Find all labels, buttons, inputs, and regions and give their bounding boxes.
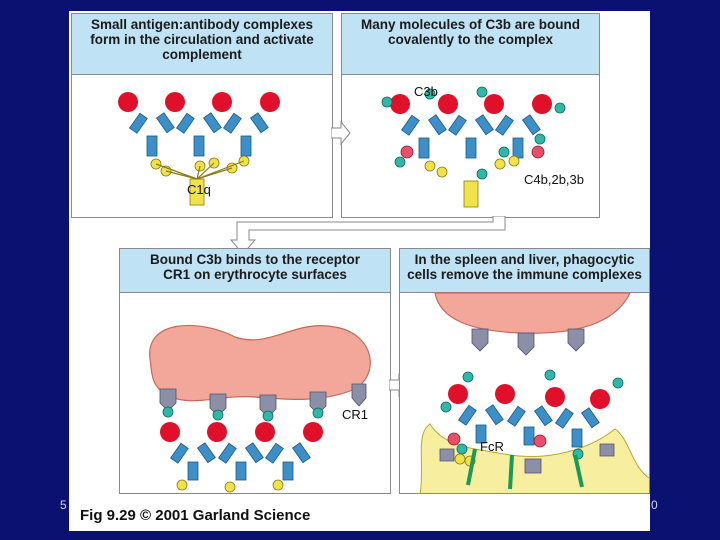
antibody-arm [129, 112, 148, 134]
panel-phagocytosis: In the spleen and liver, phagocytic cell… [399, 248, 650, 494]
panel-cr1-binding: Bound C3b binds to the receptor CR1 on e… [119, 248, 391, 494]
antibody-stem [146, 135, 158, 157]
label-fcr: FcR [480, 439, 504, 454]
label-c1q: C1q [187, 182, 211, 197]
antigen [118, 92, 138, 112]
panel-complex-formation: Small antigen:antibody complexes form in… [71, 13, 333, 218]
panel-title: Small antigen:antibody complexes form in… [72, 14, 332, 75]
slide-number-left: 5 [60, 498, 67, 512]
complex-diagram [118, 92, 280, 206]
c3b-diagram [381, 86, 566, 208]
antibody-stem [193, 135, 205, 157]
arrow-right-icon [331, 121, 351, 145]
panel-title: Many molecules of C3b are bound covalent… [342, 14, 599, 75]
antibody-arm [176, 112, 195, 134]
phagocyte-diagram [419, 292, 649, 493]
figure: Small antigen:antibody complexes form in… [69, 11, 650, 531]
antigen [165, 92, 185, 112]
arrow-down-left-icon [229, 216, 506, 255]
panel-title: Bound C3b binds to the receptor CR1 on e… [120, 249, 390, 293]
erythrocyte-diagram [149, 324, 371, 493]
antibody-arm [156, 112, 175, 134]
label-c3b: C3b [414, 84, 438, 99]
label-cr1: CR1 [342, 407, 369, 422]
panel-c3b-binding: Many molecules of C3b are bound covalent… [341, 13, 600, 218]
antibody-stem [240, 135, 252, 157]
slide-number-right: 0 [651, 498, 658, 512]
antibody-arm [223, 112, 242, 134]
figure-caption: Fig 9.29 © 2001 Garland Science [80, 507, 311, 524]
antibody-arm [250, 112, 269, 134]
antibody-arm [203, 112, 222, 134]
label-c4b-2b-3b: C4b,2b,3b [524, 172, 584, 187]
antigen [260, 92, 280, 112]
antigen [212, 92, 232, 112]
